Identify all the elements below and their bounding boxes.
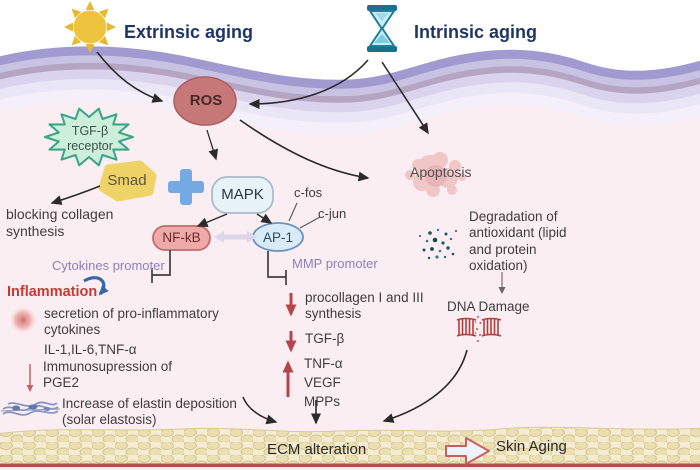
degradation-label: Degradation of antioxidant (lipid and pr… <box>469 209 567 274</box>
elastin-fibers-icon <box>0 401 61 416</box>
nfkb-label: NF-kB <box>162 230 201 245</box>
cfos-label: c-fos <box>294 185 323 200</box>
sun-icon <box>64 1 116 53</box>
tgfb-label: TGF-β <box>305 331 345 346</box>
bottom-margin <box>0 467 700 470</box>
extrinsic-aging-title: Extrinsic aging <box>124 22 254 42</box>
ros-shape <box>173 76 237 126</box>
ap1-label: AP-1 <box>262 230 293 245</box>
above-skin-background <box>0 0 700 85</box>
oxidation-dots-icon <box>419 228 457 260</box>
secretion-label: secretion of pro-inflammatory cytokines <box>44 306 219 338</box>
blocking-collagen-label: blocking collagen synthesis <box>6 206 114 240</box>
crosstalk-double-arrow <box>214 231 257 243</box>
hourglass-icon <box>367 5 397 52</box>
smad-label: Smad <box>107 172 147 189</box>
pathway-arrows <box>50 51 506 425</box>
tgfb-receptor-label: TGF-β receptor <box>52 124 128 155</box>
ecm-alteration-label: ECM alteration <box>267 441 367 458</box>
mapk-label: MAPK <box>221 186 264 203</box>
apoptosis-label: Apoptosis <box>410 164 472 180</box>
regulation-arrows <box>26 293 297 397</box>
blue-cycle-arrow-icon <box>83 276 109 296</box>
smad-shape <box>98 160 157 202</box>
inflammation-glow-icon <box>9 306 37 334</box>
block-right-arrow-icon <box>445 437 490 465</box>
cjun-label: c-jun <box>318 206 347 221</box>
tgfb-receptor-line2: receptor <box>67 139 113 154</box>
apoptosis-splatter-icon <box>405 152 466 197</box>
mmp-promoter-label: MMP promoter <box>292 256 378 271</box>
dermis-band <box>0 426 700 467</box>
procollagen-label: procollagen I and III synthesis <box>305 290 424 322</box>
intrinsic-aging-title: Intrinsic aging <box>414 22 538 42</box>
nfkb-shape <box>152 225 211 251</box>
inflammation-label: Inflammation <box>7 284 98 300</box>
tnf-label: TNF-α <box>304 356 343 371</box>
dna-damage-icon <box>456 315 502 343</box>
upregulated-list: TNF-α VEGF MPPs <box>304 354 343 411</box>
plus-icon <box>168 169 204 205</box>
tgfb-receptor-line1: TGF-β <box>71 124 109 138</box>
inhibition-bars <box>151 250 287 285</box>
receptor-starburst-icon <box>44 107 134 167</box>
ros-label: ROS <box>189 92 223 109</box>
mpps-label: MPPs <box>304 394 341 409</box>
elastin-label: Increase of elastin deposition (solar el… <box>62 396 237 428</box>
skin-surface-band <box>0 46 700 135</box>
skin-aging-label: Skin Aging <box>496 438 567 455</box>
vegf-label: VEGF <box>304 375 341 390</box>
cytokines-promoter-label: Cytokines promoter <box>52 258 165 273</box>
dna-damage-label: DNA Damage <box>447 299 530 314</box>
immunosuppression-label: Immunosupression of PGE2 <box>43 359 173 391</box>
basement-line <box>0 463 700 467</box>
interleukins-label: IL-1,IL-6,TNF-α <box>44 342 137 357</box>
mapk-shape <box>211 176 274 214</box>
